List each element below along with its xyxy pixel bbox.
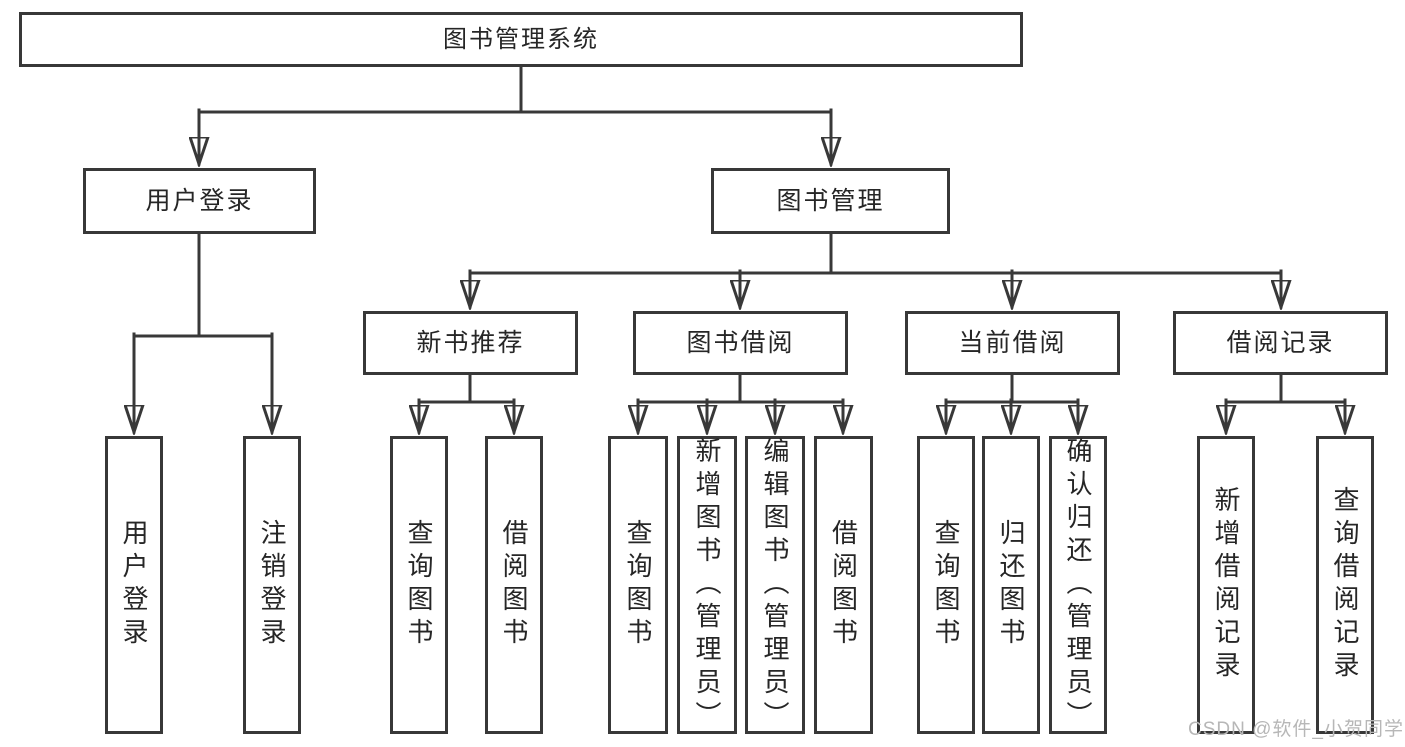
connector-book-management-to-level3 xyxy=(470,232,1281,307)
csdn-watermark: CSDN @软件_小贺同学 xyxy=(1188,719,1404,740)
leaf-label: 查询图书 xyxy=(931,519,961,651)
node-book-borrow: 图书借阅 xyxy=(633,311,848,375)
node-user-login: 用户登录 xyxy=(83,168,316,234)
leaf-confirm-return-admin: 确认归还（管理员） xyxy=(1049,436,1107,734)
leaf-label: 查询图书 xyxy=(623,519,653,651)
leaf-label: 用户登录 xyxy=(119,519,149,651)
leaf-borrow-books-recommend: 借阅图书 xyxy=(485,436,543,734)
leaf-label: 归还图书 xyxy=(996,519,1026,651)
leaf-add-borrow-record: 新增借阅记录 xyxy=(1197,436,1255,734)
leaf-label: 借阅图书 xyxy=(499,519,529,651)
connector-user-login-to-leaves xyxy=(134,232,272,432)
leaf-query-books-recommend: 查询图书 xyxy=(390,436,448,734)
leaf-label: 查询图书 xyxy=(404,519,434,651)
node-label: 图书借阅 xyxy=(686,328,795,357)
leaf-label: 确认归还（管理员） xyxy=(1063,436,1093,734)
node-label: 图书管理系统 xyxy=(443,25,599,53)
node-current-borrow: 当前借阅 xyxy=(905,311,1120,375)
node-label: 图书管理 xyxy=(776,186,885,215)
leaf-label: 查询借阅记录 xyxy=(1330,486,1360,684)
leaf-label: 新增图书（管理员） xyxy=(692,436,722,734)
node-label: 用户登录 xyxy=(145,186,254,215)
leaf-borrow-books: 借阅图书 xyxy=(814,436,873,734)
connector-new-book-to-leaves xyxy=(419,373,514,432)
node-label: 新书推荐 xyxy=(416,328,525,357)
node-label: 当前借阅 xyxy=(958,328,1067,357)
node-book-management: 图书管理 xyxy=(711,168,950,234)
leaf-return-books: 归还图书 xyxy=(982,436,1040,734)
leaf-query-borrow-record: 查询借阅记录 xyxy=(1316,436,1374,734)
node-label: 借阅记录 xyxy=(1226,328,1335,357)
node-library-management-system: 图书管理系统 xyxy=(19,12,1023,67)
leaf-add-book-admin: 新增图书（管理员） xyxy=(677,436,737,734)
node-new-book-recommend: 新书推荐 xyxy=(363,311,578,375)
leaf-label: 借阅图书 xyxy=(828,519,859,651)
node-borrow-records: 借阅记录 xyxy=(1173,311,1388,375)
leaf-query-books-borrow: 查询图书 xyxy=(608,436,668,734)
connector-root-to-level2 xyxy=(199,65,831,164)
connector-book-borrow-to-leaves xyxy=(638,373,843,432)
leaf-label: 编辑图书（管理员） xyxy=(760,436,790,734)
leaf-query-books-current: 查询图书 xyxy=(917,436,975,734)
leaf-edit-book-admin: 编辑图书（管理员） xyxy=(745,436,805,734)
connector-current-borrow-to-leaves xyxy=(946,373,1078,432)
connector-borrow-records-to-leaves xyxy=(1226,373,1345,432)
leaf-label: 注销登录 xyxy=(257,519,287,651)
leaf-user-login: 用户登录 xyxy=(105,436,163,734)
leaf-label: 新增借阅记录 xyxy=(1211,486,1241,684)
leaf-logout: 注销登录 xyxy=(243,436,301,734)
